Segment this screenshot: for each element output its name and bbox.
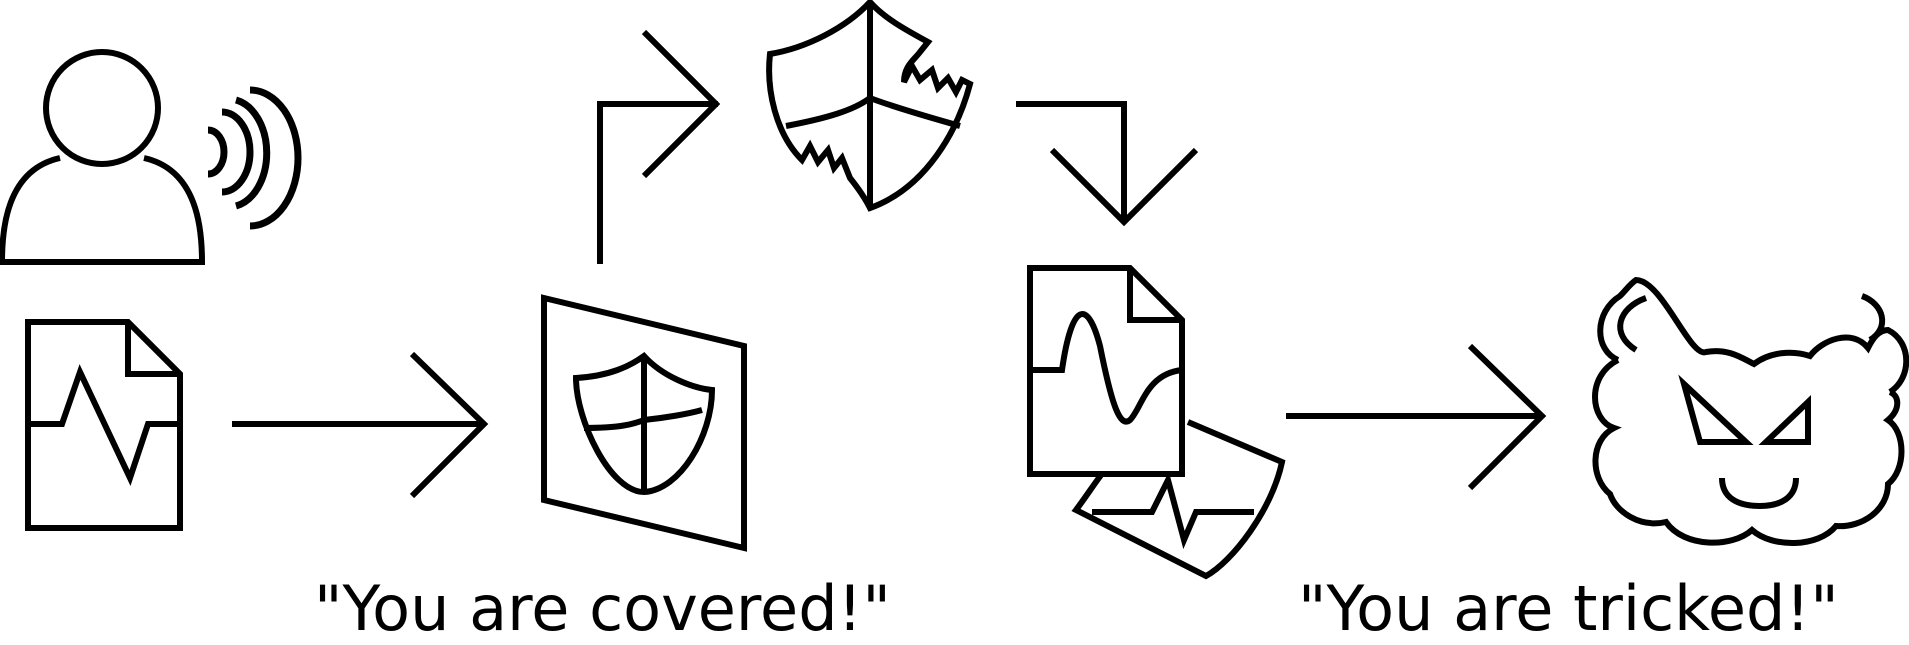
arrow-right-1: [232, 351, 489, 499]
protective-filter-icon: [541, 294, 747, 552]
broken-shield-icon: [766, 0, 974, 212]
small-shield-icon: [572, 352, 716, 496]
sound-waves-icon: [207, 86, 302, 230]
devil-cloud-icon: [1592, 276, 1909, 547]
arrow-right-2: [1286, 343, 1547, 491]
arrow-up-right: [597, 29, 721, 264]
right-horn-icon: [1860, 293, 1886, 343]
caption-you-are-tricked: "You are tricked!": [1298, 572, 1839, 645]
smile-icon: [1719, 477, 1799, 510]
arrow-down: [1016, 101, 1199, 227]
left-eye-icon: [1678, 374, 1754, 445]
transformed-audio-files-icon: [1027, 265, 1286, 580]
left-horn-icon: [1617, 295, 1648, 353]
caption-you-are-covered: "You are covered!": [314, 572, 891, 645]
audio-file-icon: [25, 319, 183, 531]
user-icon: [0, 49, 206, 265]
right-eye-icon: [1758, 395, 1811, 445]
